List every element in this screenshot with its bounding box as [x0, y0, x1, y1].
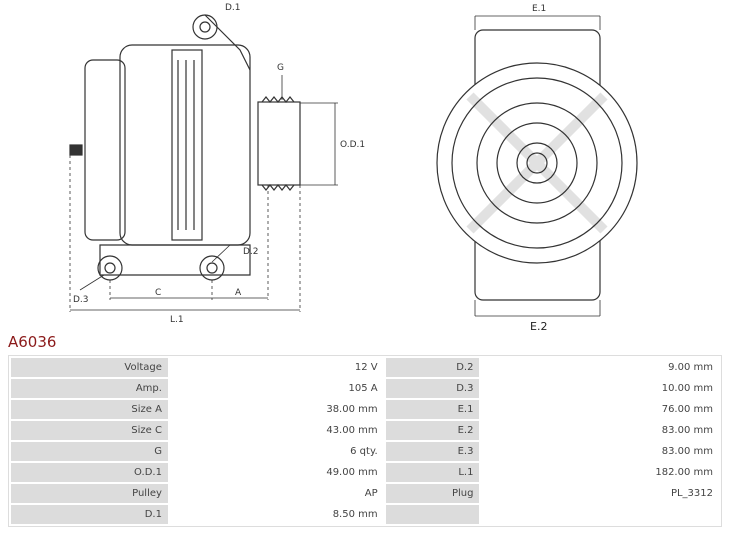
- side-view: [69, 14, 338, 312]
- spec-label: [385, 505, 480, 524]
- spec-value: AP: [169, 484, 384, 503]
- spec-value: 12 V: [169, 358, 384, 377]
- label-d1: D.1: [225, 3, 241, 13]
- spec-value: 83.00 mm: [481, 442, 719, 461]
- label-od1: O.D.1: [340, 140, 365, 150]
- label-a: A: [235, 288, 242, 298]
- spec-value: 10.00 mm: [481, 379, 719, 398]
- spec-value: [481, 505, 719, 524]
- spec-value: 43.00 mm: [169, 421, 384, 440]
- spec-label: Voltage: [11, 358, 168, 377]
- spec-value: 8.50 mm: [169, 505, 384, 524]
- spec-value: 6 qty.: [169, 442, 384, 461]
- spec-value: 182.00 mm: [481, 463, 719, 482]
- spec-value: 9.00 mm: [481, 358, 719, 377]
- spec-label: Size C: [11, 421, 168, 440]
- spec-label: O.D.1: [11, 463, 168, 482]
- label-g: G: [277, 63, 284, 73]
- label-l1: L.1: [170, 315, 184, 325]
- spec-value: 76.00 mm: [481, 400, 719, 419]
- spec-label: L.1: [385, 463, 480, 482]
- spec-label: G: [11, 442, 168, 461]
- spec-label: Amp.: [11, 379, 168, 398]
- spec-label: D.3: [385, 379, 480, 398]
- spec-label: E.2: [385, 421, 480, 440]
- spec-value: 83.00 mm: [481, 421, 719, 440]
- spec-value: 38.00 mm: [169, 400, 384, 419]
- spec-value: 49.00 mm: [169, 463, 384, 482]
- spec-label: D.2: [385, 358, 480, 377]
- spec-label: E.3: [385, 442, 480, 461]
- front-view: [436, 15, 638, 317]
- spec-value: PL_3312: [481, 484, 719, 503]
- spec-label: Pulley: [11, 484, 168, 503]
- spec-label: Size A: [11, 400, 168, 419]
- spec-label: D.1: [11, 505, 168, 524]
- label-d3: D.3: [73, 295, 89, 305]
- label-d2: D.2: [243, 247, 259, 257]
- alternator-diagram: D.1 G O.D.1 D.2 D.3 C A L.1 E.1 E.2: [69, 3, 638, 333]
- label-c: C: [155, 288, 161, 298]
- label-e1: E.1: [532, 4, 546, 14]
- spec-value: 105 A: [169, 379, 384, 398]
- product-code: A6036: [8, 333, 57, 351]
- label-e2: E.2: [530, 320, 547, 333]
- spec-label: E.1: [385, 400, 480, 419]
- spec-label: Plug: [385, 484, 480, 503]
